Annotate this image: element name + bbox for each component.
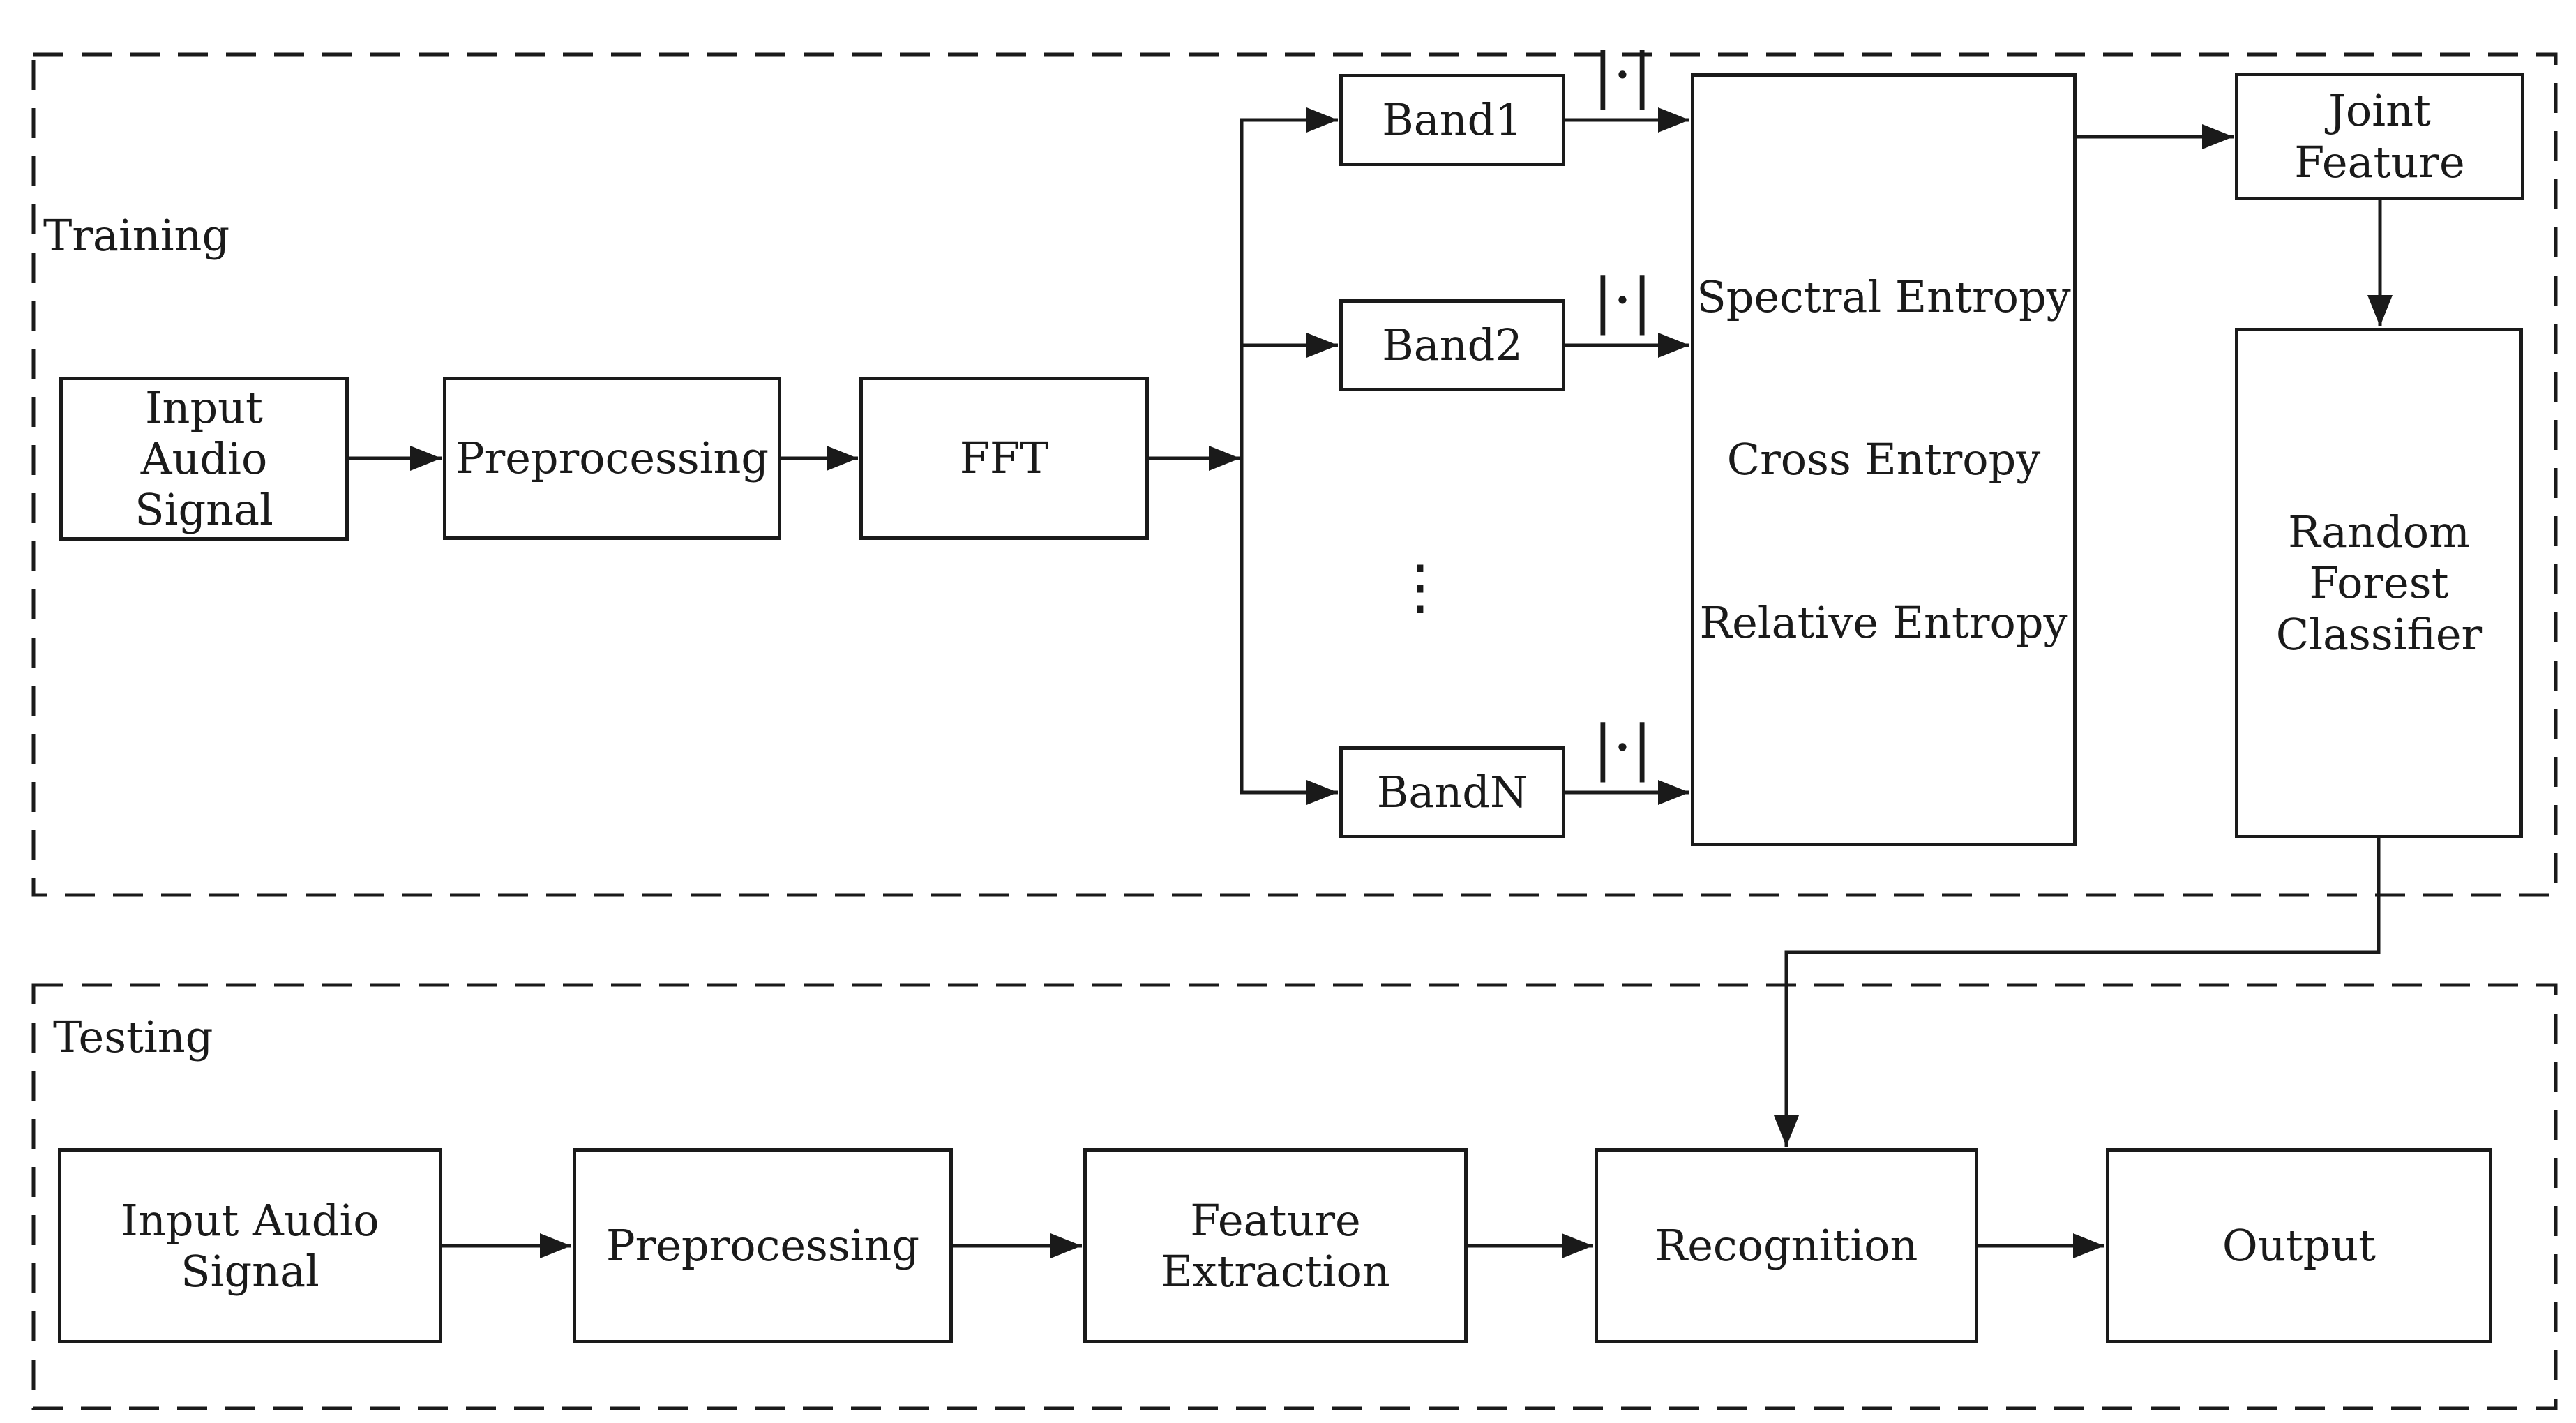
node-feature-extraction: Feature Extraction bbox=[1083, 1148, 1468, 1343]
testing-section-label: Testing bbox=[53, 1011, 213, 1062]
node-bandN: BandN bbox=[1339, 746, 1565, 838]
entropy-line-spectral: Spectral Entropy bbox=[1696, 271, 2071, 322]
training-section-label: Training bbox=[43, 210, 230, 261]
node-band1: Band1 bbox=[1339, 74, 1565, 166]
node-band2: Band2 bbox=[1339, 299, 1565, 391]
testing-section-frame bbox=[31, 983, 2558, 1410]
arrow-classifier-to-recognition bbox=[1773, 838, 2381, 1147]
entropy-line-relative: Relative Entropy bbox=[1699, 596, 2068, 648]
node-testing-input-audio-signal: Input Audio Signal bbox=[58, 1148, 442, 1343]
band-ellipsis: ⋮ bbox=[1390, 552, 1450, 622]
magnitude-operator-icon: |·| bbox=[1592, 266, 1652, 336]
node-random-forest-classifier: Random Forest Classifier bbox=[2235, 328, 2523, 838]
node-training-preprocessing: Preprocessing bbox=[443, 377, 781, 540]
training-section-frame bbox=[31, 52, 2558, 897]
node-joint-feature: Joint Feature bbox=[2235, 73, 2524, 200]
magnitude-operator-icon: |·| bbox=[1592, 713, 1652, 783]
magnitude-operator-icon: |·| bbox=[1592, 40, 1652, 110]
node-training-input-audio-signal: Input Audio Signal bbox=[59, 377, 349, 541]
node-output: Output bbox=[2106, 1148, 2492, 1343]
entropy-line-cross: Cross Entropy bbox=[1726, 434, 2041, 485]
node-testing-preprocessing: Preprocessing bbox=[573, 1148, 953, 1343]
node-entropy-features: Spectral Entropy Cross Entropy Relative … bbox=[1691, 73, 2077, 846]
node-fft: FFT bbox=[859, 377, 1149, 540]
node-recognition: Recognition bbox=[1595, 1148, 1978, 1343]
